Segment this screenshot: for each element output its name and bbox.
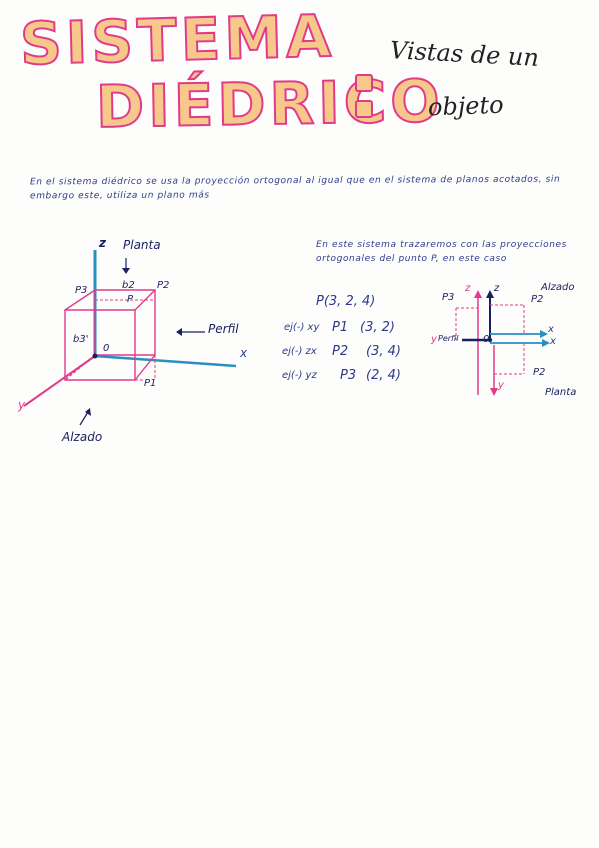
label-2d-p2-bottom: P2 (533, 367, 546, 378)
proj-row-2-coords: (3, 4) (366, 344, 401, 359)
alzado-arrow (79, 411, 89, 426)
label-2d-origin: 0 (483, 334, 490, 345)
label-2d-planta: Planta (545, 387, 577, 398)
proj-row-1-coords: (3, 2) (360, 320, 395, 335)
point-main: P(3, 2, 4) (316, 294, 376, 309)
label-2d-z2: z (494, 283, 500, 294)
proj-row-3-label: ej(-) yz (282, 370, 317, 381)
label-y-axis: y (18, 398, 26, 412)
proj-row-3-name: P3 (340, 368, 357, 383)
projection-2d-lines (455, 304, 525, 375)
projection-lines (95, 290, 156, 381)
label-p3: P3 (75, 285, 88, 296)
label-b3: b3' (73, 334, 89, 345)
label-2d-alzado: Alzado (541, 282, 575, 293)
proj-row-1-name: P1 (332, 320, 349, 335)
label-2d-perfil: Perfil (438, 334, 459, 343)
label-planta: Planta (123, 238, 161, 252)
label-2d-p2-top: P2 (531, 294, 544, 305)
title-colon-mark (355, 74, 373, 118)
label-2d-y-down: y (498, 380, 504, 391)
proj-row-2-label: ej(-) zx (282, 346, 317, 357)
label-origin: 0 (103, 343, 110, 354)
label-2d-y-left: y (431, 334, 437, 345)
label-z-axis: z (99, 236, 106, 250)
label-p1: P1 (144, 378, 157, 389)
label-b2: b2 (122, 280, 135, 291)
label-2d-z1: z (465, 283, 471, 294)
projection-paragraph: En este sistema trazaremos con las proye… (316, 240, 567, 264)
x-axis-line (94, 354, 237, 368)
label-2d-p3: P3 (442, 292, 455, 303)
label-p2: P2 (157, 280, 170, 291)
label-x-axis: x (240, 346, 248, 360)
label-2d-x1: x (548, 324, 554, 335)
label-p: P (127, 294, 134, 305)
proj-row-1-label: ej(-) xy (284, 322, 320, 333)
proj-row-2-name: P2 (332, 344, 349, 359)
label-perfil: Perfil (208, 322, 239, 336)
label-2d-x2: x (550, 336, 556, 347)
proj-row-3-coords: (2, 4) (366, 368, 401, 383)
label-alzado: Alzado (62, 430, 103, 444)
